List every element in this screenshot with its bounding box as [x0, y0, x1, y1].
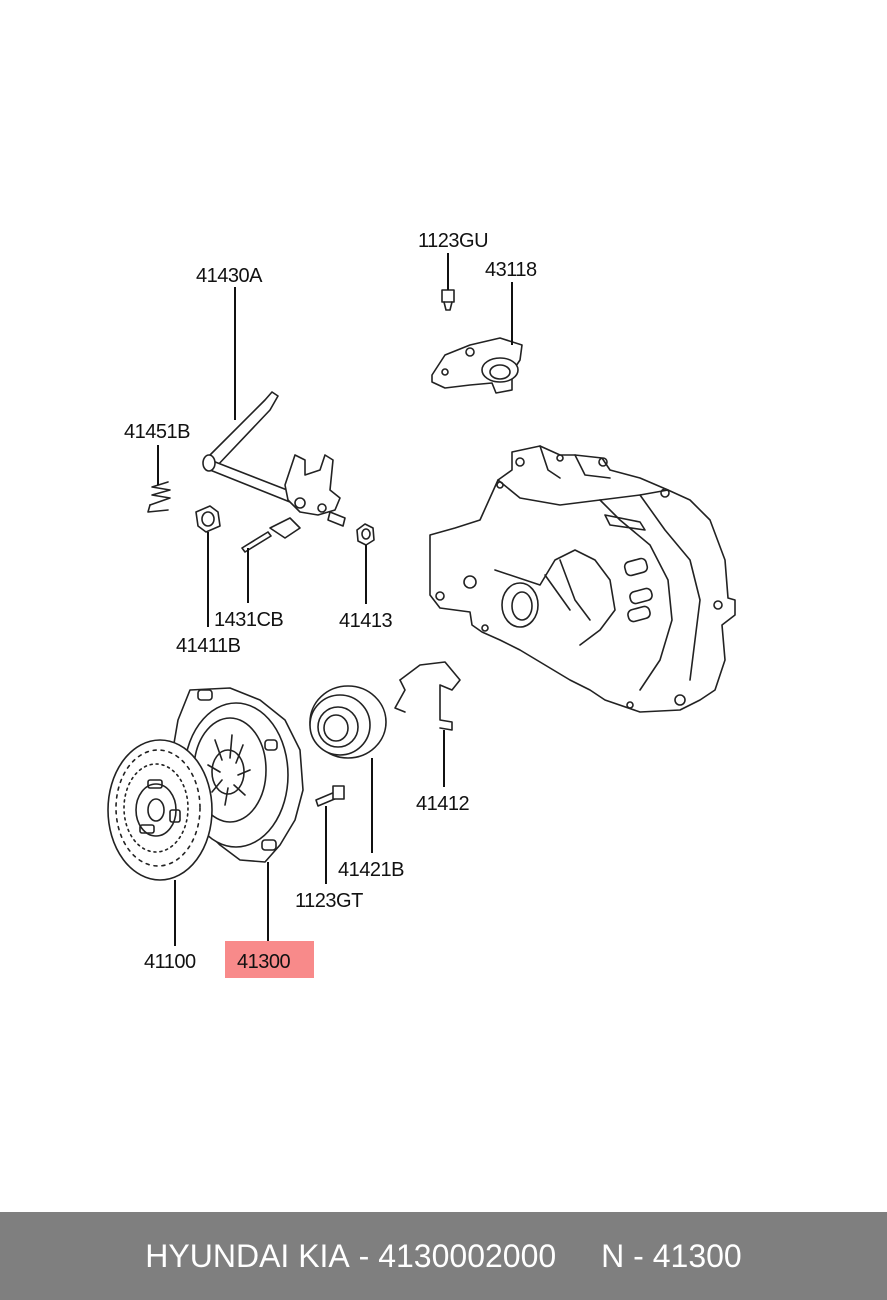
- highlight-box-41300: [225, 941, 314, 978]
- callout-41413: 41413: [339, 610, 392, 632]
- pin-1431cb-part: [241, 531, 272, 553]
- release-fork-41430a-part: [202, 391, 346, 539]
- parts-diagram: 1123GU 43118 41430A 41451B 1431CB 41413 …: [107, 230, 736, 978]
- ref-prefix: N -: [601, 1237, 653, 1274]
- bushing-41411b-part: [195, 505, 221, 533]
- leader-lines: [157, 253, 513, 946]
- separator: -: [349, 1237, 379, 1274]
- callout-41100: 41100: [144, 951, 196, 973]
- callout-41412: 41412: [416, 793, 469, 815]
- ref-number: 41300: [652, 1237, 742, 1274]
- callout-41430a: 41430A: [196, 265, 263, 287]
- bearing-clip-41412-part: [394, 661, 461, 731]
- spring-41451b-part: [147, 481, 171, 513]
- part-number: 4130002000: [378, 1237, 557, 1274]
- callout-41300: 41300: [237, 951, 290, 973]
- bolt-1123gu-part: [441, 289, 455, 311]
- bushing-41413-part: [356, 523, 375, 546]
- callout-41421b: 41421B: [338, 859, 404, 881]
- bracket-43118-part: [431, 337, 523, 394]
- callout-41411b: 41411B: [176, 635, 241, 657]
- footer-bar: HYUNDAI KIA - 4130002000 N - 41300: [0, 1212, 887, 1300]
- callout-1123gu: 1123GU: [418, 230, 488, 252]
- clutch-disc-41100-part: [107, 739, 213, 881]
- bolt-1123gt-part: [315, 785, 345, 807]
- callout-1431cb: 1431CB: [214, 609, 283, 631]
- callout-1123gt: 1123GT: [295, 890, 363, 912]
- callout-41451b: 41451B: [124, 421, 190, 443]
- callout-43118: 43118: [485, 259, 537, 281]
- brand-name: HYUNDAI KIA: [145, 1237, 350, 1274]
- transmission-housing-part: [429, 445, 736, 713]
- release-bearing-41421b-part: [309, 685, 387, 759]
